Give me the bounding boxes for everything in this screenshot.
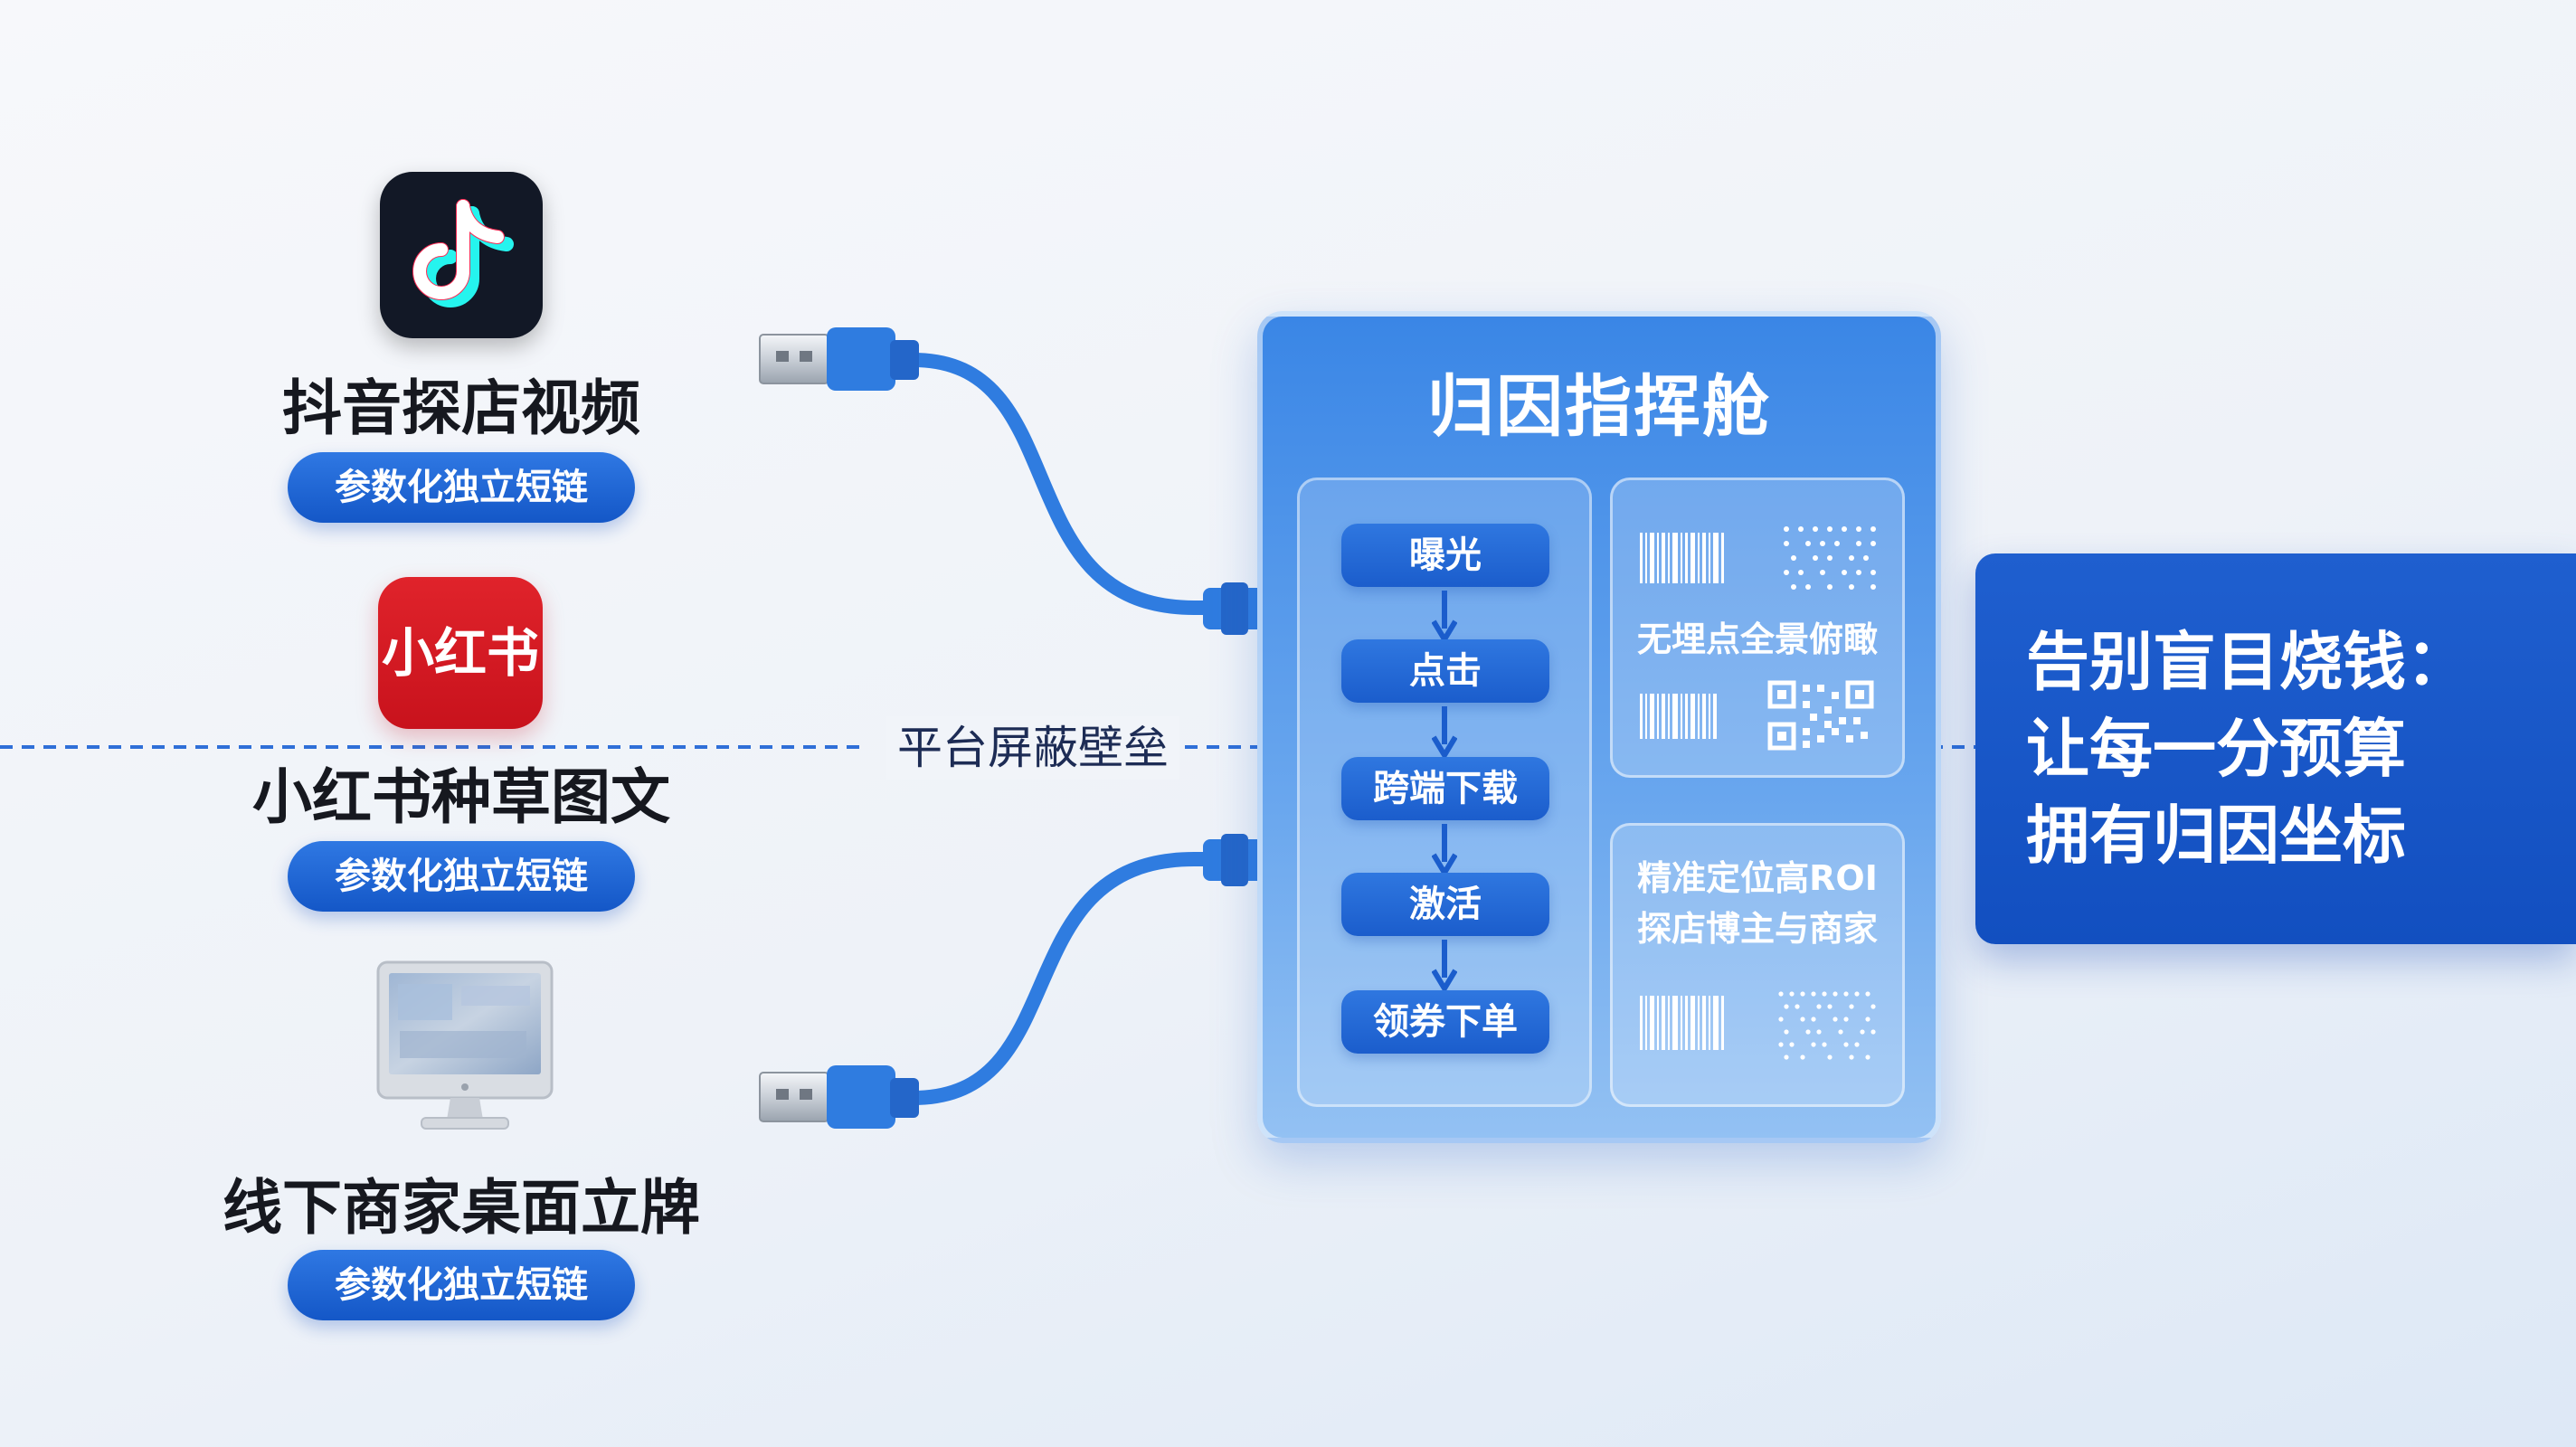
slogan-line-1: 告别盲目烧钱： bbox=[2026, 625, 2469, 699]
usb-cable-top bbox=[759, 327, 1266, 635]
barcode-icon bbox=[1640, 996, 1724, 1050]
roi-text-line-1: 精准定位高ROI bbox=[1637, 858, 1878, 898]
funnel-step-activation: 激活 bbox=[1341, 873, 1549, 936]
boundary-label: 平台屏蔽壁垒 bbox=[886, 716, 1179, 780]
barcode-icon bbox=[1640, 694, 1717, 739]
barcode-icon bbox=[1640, 533, 1724, 583]
funnel-panel: 曝光 点击 跨端下载 激活 领券下单 bbox=[1297, 478, 1592, 1107]
desktop-monitor-icon bbox=[374, 959, 555, 1140]
source-xiaohongshu: 小红书 小红书种草图文 参数化独立短链 bbox=[208, 577, 715, 921]
roi-panel: 精准定位高ROI 探店博主与商家 bbox=[1610, 823, 1905, 1107]
source-douyin: 抖音探店视频 参数化独立短链 bbox=[208, 172, 715, 534]
dot-matrix-icon bbox=[1778, 991, 1876, 1060]
funnel-step-exposure: 曝光 bbox=[1341, 524, 1549, 587]
short-link-badge: 参数化独立短链 bbox=[288, 452, 635, 523]
panorama-panel: 无埋点全景俯瞰 bbox=[1610, 478, 1905, 778]
attribution-command-hub: 归因指挥舱 曝光 点击 跨端下载 激活 领券下单 bbox=[1257, 311, 1941, 1143]
source-title: 线下商家桌面立牌 bbox=[223, 1173, 700, 1243]
funnel-step-click: 点击 bbox=[1341, 639, 1549, 703]
slogan-banner: 告别盲目烧钱： 让每一分预算 拥有归因坐标 bbox=[1975, 553, 2576, 944]
tiktok-logo-icon bbox=[380, 172, 543, 338]
hub-title: 归因指挥舱 bbox=[1427, 368, 1771, 446]
short-link-badge: 参数化独立短链 bbox=[288, 1250, 635, 1320]
dot-matrix-icon bbox=[1784, 526, 1876, 590]
slogan-line-3: 拥有归因坐标 bbox=[2026, 799, 2406, 873]
arrow-down-icon bbox=[1432, 940, 1457, 990]
roi-text-line-2: 探店博主与商家 bbox=[1636, 909, 1878, 949]
usb-cable-bottom bbox=[759, 834, 1266, 1129]
arrow-down-icon bbox=[1432, 824, 1457, 875]
arrow-down-icon bbox=[1432, 591, 1457, 641]
source-title: 抖音探店视频 bbox=[282, 374, 640, 443]
arrow-down-icon bbox=[1432, 706, 1457, 757]
funnel-step-order: 领券下单 bbox=[1341, 990, 1549, 1054]
short-link-badge: 参数化独立短链 bbox=[288, 841, 635, 912]
slogan-line-2: 让每一分预算 bbox=[2026, 712, 2406, 786]
panorama-text: 无埋点全景俯瞰 bbox=[1636, 619, 1878, 659]
source-title: 小红书种草图文 bbox=[252, 762, 670, 832]
funnel-step-download: 跨端下载 bbox=[1341, 757, 1549, 820]
source-offline-stand: 线下商家桌面立牌 参数化独立短链 bbox=[208, 959, 715, 1320]
xiaohongshu-logo-icon: 小红书 bbox=[378, 577, 543, 729]
qr-code-icon bbox=[1767, 680, 1874, 751]
